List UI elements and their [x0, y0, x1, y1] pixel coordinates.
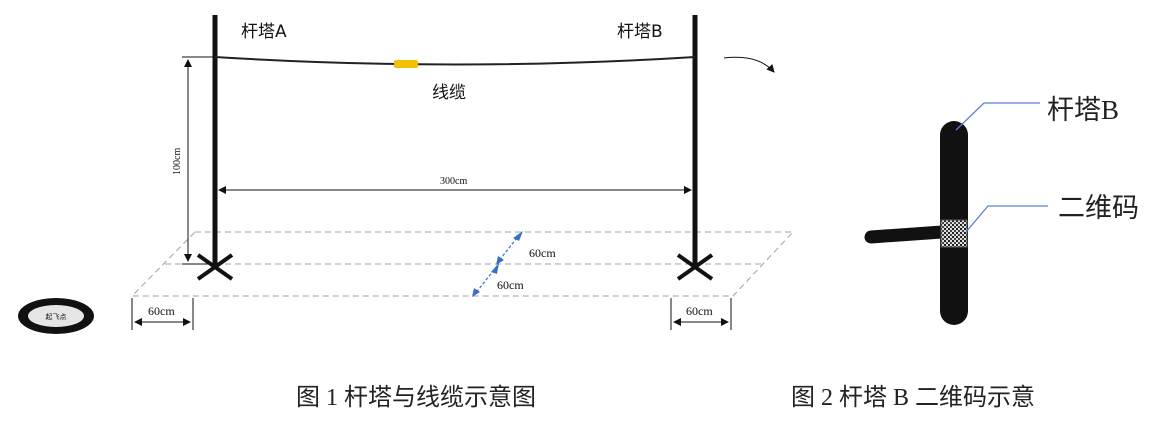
tower-a: [196, 15, 234, 281]
takeoff-point: [18, 298, 94, 334]
takeoff-label: 起飞点: [46, 313, 67, 321]
gap-label-2: 60cm: [497, 278, 524, 292]
tower-a-label: 杆塔A: [241, 22, 287, 42]
left-offset-label: 60cm: [148, 304, 175, 318]
figure-2: 杆塔B 二维码 图 2 杆塔 B 二维码示意: [791, 95, 1139, 411]
cable-marker: [394, 60, 418, 68]
left-offset-dimension: [131, 298, 194, 330]
height-label: 100cm: [172, 148, 183, 175]
tower-b-label: 杆塔B: [617, 22, 663, 42]
qr-callout-line: [965, 205, 1048, 233]
gap-label-1: 60cm: [529, 246, 556, 260]
right-offset-dimension: [670, 298, 732, 330]
figure-1-caption: 图 1 杆塔与线缆示意图: [296, 384, 536, 411]
tower-b-arm: [864, 225, 949, 244]
cable-label: 线缆: [432, 83, 466, 103]
height-dimension: [182, 56, 214, 265]
figure-1: 杆塔A 杆塔B 线缆 100cm 300cm 60cm 60cm: [18, 15, 795, 411]
ground-area: [130, 231, 795, 297]
span-label: 300cm: [440, 176, 467, 187]
qr-code: [940, 219, 968, 248]
fig2-tower-label: 杆塔B: [1047, 95, 1119, 125]
fig2-qr-label: 二维码: [1058, 193, 1139, 223]
right-offset-label: 60cm: [686, 304, 713, 318]
cable: [214, 56, 696, 66]
rotation-arrow: [723, 56, 775, 73]
tower-callout-line: [955, 102, 1040, 131]
tower-b: [676, 15, 714, 281]
figure-2-caption: 图 2 杆塔 B 二维码示意: [791, 384, 1035, 411]
gap-dimensions: [472, 231, 523, 297]
